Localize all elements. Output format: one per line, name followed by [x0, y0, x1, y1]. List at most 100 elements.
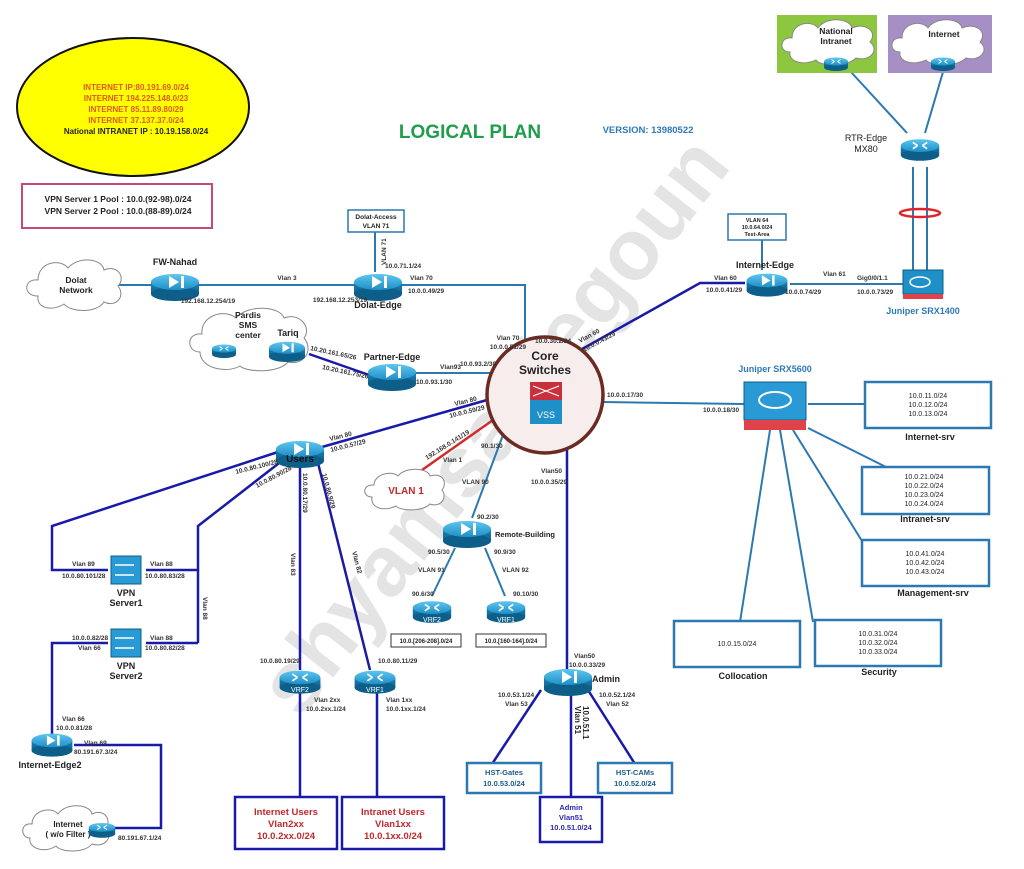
vrf2-router[interactable]: VRF2	[280, 671, 321, 694]
link-label: 90.9/30	[494, 549, 516, 556]
internet-wo-filter-router[interactable]	[89, 823, 115, 838]
vrf2-remote-router[interactable]: VRF2	[413, 601, 451, 624]
vpn-pool-line: VPN Server 2 Pool : 10.0.(88-89).0/24	[45, 206, 192, 216]
national-intranet-cloud[interactable]: National Intranet	[777, 15, 877, 73]
link-label: VLAN 71	[381, 238, 388, 265]
svg-text:10.0.42.0/24: 10.0.42.0/24	[906, 560, 945, 567]
internet-wo-filter-cloud[interactable]: Internet ( w/o Filter )	[22, 805, 110, 852]
internet-cloud[interactable]: Internet	[888, 15, 992, 73]
internet-edge-router[interactable]: Internet-Edge	[736, 260, 794, 297]
vrf1-router[interactable]: VRF1	[355, 671, 396, 694]
remote-building-router[interactable]: Remote-Building	[443, 521, 555, 548]
router-icon	[212, 345, 236, 359]
device-label: Switches	[519, 363, 571, 377]
device-label: Dolat-Edge	[354, 300, 402, 310]
link-label: 10.0.71.1/24	[385, 263, 422, 270]
device-label: Server2	[109, 671, 142, 681]
intranet-srv-box[interactable]: 10.0.21.0/24 10.0.22.0/24 10.0.23.0/24 1…	[860, 465, 991, 524]
page-title: LOGICAL PLAN	[399, 122, 541, 143]
link-label: Vlan50	[541, 468, 562, 475]
fw-nahad-router[interactable]: FW-Nahad	[151, 257, 199, 301]
link-label: 10.0.80.11/29	[378, 658, 418, 665]
device-label: VPN	[117, 588, 136, 598]
admin-router[interactable]: Admin	[544, 669, 620, 696]
collocation-box[interactable]: 10.0.15.0/24 Collocation	[672, 619, 802, 681]
device-label: FW-Nahad	[153, 257, 197, 267]
link-labels: Vlan 3 192.168.12.254/19 192.168.12.253/…	[56, 238, 894, 842]
vlan1-cloud[interactable]: VLAN 1	[364, 468, 445, 511]
internet-srv-box[interactable]: 10.0.11.0/24 10.0.12.0/24 10.0.13.0/24 I…	[863, 380, 993, 442]
link-label: Vlan 53	[505, 701, 528, 708]
svg-text:10.0.1xx.0/24: 10.0.1xx.0/24	[364, 831, 423, 842]
cloud-label: Internet	[928, 29, 959, 39]
link-label: 90.1/30	[481, 443, 503, 450]
internet-users-box[interactable]: Internet Users Vlan2xx 10.0.2xx.0/24	[233, 795, 339, 851]
device-label: Internet-Edge2	[18, 760, 81, 770]
link-label: 192.168.12.253/19	[313, 297, 368, 304]
rtr-edge-mx80[interactable]: RTR-Edge MX80	[845, 133, 939, 161]
vpn-server1[interactable]: VPN Server1	[109, 555, 143, 608]
link-label: Vlan 2xx	[314, 697, 341, 704]
hst-gates-box[interactable]: HST-Gates 10.0.53.0/24	[465, 761, 543, 795]
internet-edge2-router[interactable]: Internet-Edge2	[18, 734, 82, 770]
dolat-edge-router[interactable]: Dolat-Edge	[354, 274, 402, 310]
svg-text:10.0.[206-208].0/24: 10.0.[206-208].0/24	[400, 639, 453, 645]
firewall-icon	[909, 276, 931, 288]
internet-ip-line: INTERNET 85.11.89.80/29	[88, 105, 184, 114]
security-box[interactable]: 10.0.31.0/24 10.0.32.0/24 10.0.33.0/24 S…	[813, 618, 943, 677]
link-label: Vlan 83	[289, 553, 296, 576]
link-label: Vlan 88	[201, 597, 208, 620]
link-label: 10.0.0.74/29	[785, 289, 822, 296]
cloud-label: SMS	[239, 320, 258, 330]
users-router[interactable]: Users	[276, 441, 324, 468]
juniper-srx5600[interactable]: Juniper SRX5600	[738, 364, 812, 430]
cloud-label: Internet	[53, 820, 83, 829]
partner-edge-router[interactable]: Partner-Edge	[364, 352, 421, 391]
intranet-users-box[interactable]: Intranet Users Vlan1xx 10.0.1xx.0/24	[340, 795, 446, 851]
link-label: Vlan 51	[573, 706, 582, 735]
link-label: 10.0.0.81/28	[56, 725, 93, 732]
link-label: 10.20.161.65/26	[310, 345, 358, 362]
internet-ip-line: INTERNET 194.225.148.0/23	[84, 94, 189, 103]
tariq-router[interactable]: Tariq	[269, 328, 305, 362]
link-label: 10.0.53.1/24	[498, 692, 535, 699]
link-label: 10.0.80.82/28	[145, 645, 185, 652]
link-label: 90.2/30	[477, 514, 499, 521]
link-label: 80.191.67.1/24	[118, 835, 162, 842]
management-srv-box[interactable]: 10.0.41.0/24 10.0.42.0/24 10.0.43.0/24 M…	[860, 538, 991, 598]
vpn-server2[interactable]: VPN Server2	[109, 628, 143, 681]
box-caption: Internet-srv	[905, 432, 955, 442]
vrf1-remote-router[interactable]: VRF1	[487, 601, 525, 624]
core-switches[interactable]: Core Switches VSS	[485, 335, 605, 455]
link-label: 10.0.52.1/24	[599, 692, 636, 699]
svg-text:Test-Area: Test-Area	[745, 232, 771, 238]
link-label: 10.0.80.17/29	[301, 473, 308, 513]
router-icon	[824, 58, 848, 72]
link-label: 10.0.0.35/29	[531, 479, 568, 486]
juniper-srx1400[interactable]: Juniper SRX1400	[886, 269, 960, 316]
link-label: Gig0/0/1.1	[857, 275, 888, 282]
hst-cams-box[interactable]: HST-CAMs 10.0.52.0/24	[596, 761, 674, 795]
link-label: 10.0.0.51/29	[490, 344, 527, 351]
svg-text:10.0.24.0/24: 10.0.24.0/24	[905, 501, 944, 508]
link-label: VLAN 92	[502, 567, 529, 574]
link-label: Vlan 1	[443, 457, 463, 464]
intranet-ip-line: National INTRANET IP : 10.19.158.0/24	[64, 127, 209, 136]
link-label: 80.191.67.3/24	[74, 749, 118, 756]
dolat-network-cloud[interactable]: Dolat Network	[26, 259, 122, 311]
admin-net-box[interactable]: Admin Vlan51 10.0.51.0/24	[538, 795, 604, 844]
version-label: VERSION: 13980522	[603, 125, 694, 136]
svg-text:10.0.51.0/24: 10.0.51.0/24	[550, 823, 593, 832]
link-label: 10.0.80.101/28	[62, 573, 106, 580]
link-label: Vlan 88	[150, 635, 173, 642]
svg-text:10.0.64.0/24: 10.0.64.0/24	[742, 225, 774, 231]
link-label: 10.0.80.19/29	[260, 658, 300, 665]
link-label: 10.0.80.9/29	[320, 473, 336, 510]
link-label: 10.0.0.41/29	[706, 287, 743, 294]
link-label: VLAN 90	[462, 479, 489, 486]
firewall-icon	[758, 391, 792, 409]
link-label: Vlan 3	[277, 275, 297, 282]
svg-text:10.0.21.0/24: 10.0.21.0/24	[905, 474, 944, 481]
svg-text:Dolat-Access: Dolat-Access	[355, 214, 397, 221]
link-label: 10.0.0.18/30	[703, 407, 740, 414]
